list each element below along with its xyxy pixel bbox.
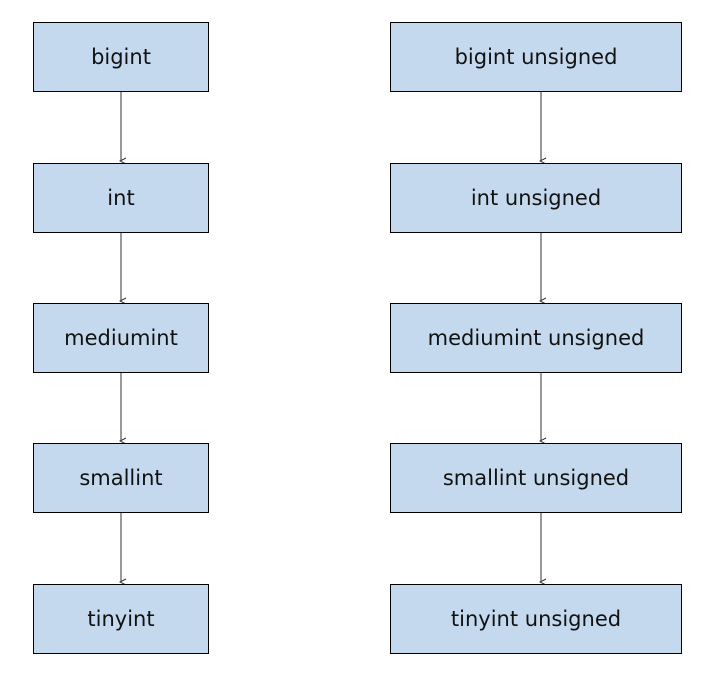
node-smallint-unsigned: smallint unsigned bbox=[390, 443, 682, 513]
node-tinyint: tinyint bbox=[33, 584, 209, 654]
node-int-unsigned: int unsigned bbox=[390, 163, 682, 233]
node-tinyint-unsigned: tinyint unsigned bbox=[390, 584, 682, 654]
node-bigint: bigint bbox=[33, 22, 209, 92]
node-mediumint: mediumint bbox=[33, 303, 209, 373]
node-int: int bbox=[33, 163, 209, 233]
node-smallint: smallint bbox=[33, 443, 209, 513]
node-mediumint-unsigned: mediumint unsigned bbox=[390, 303, 682, 373]
node-bigint-unsigned: bigint unsigned bbox=[390, 22, 682, 92]
